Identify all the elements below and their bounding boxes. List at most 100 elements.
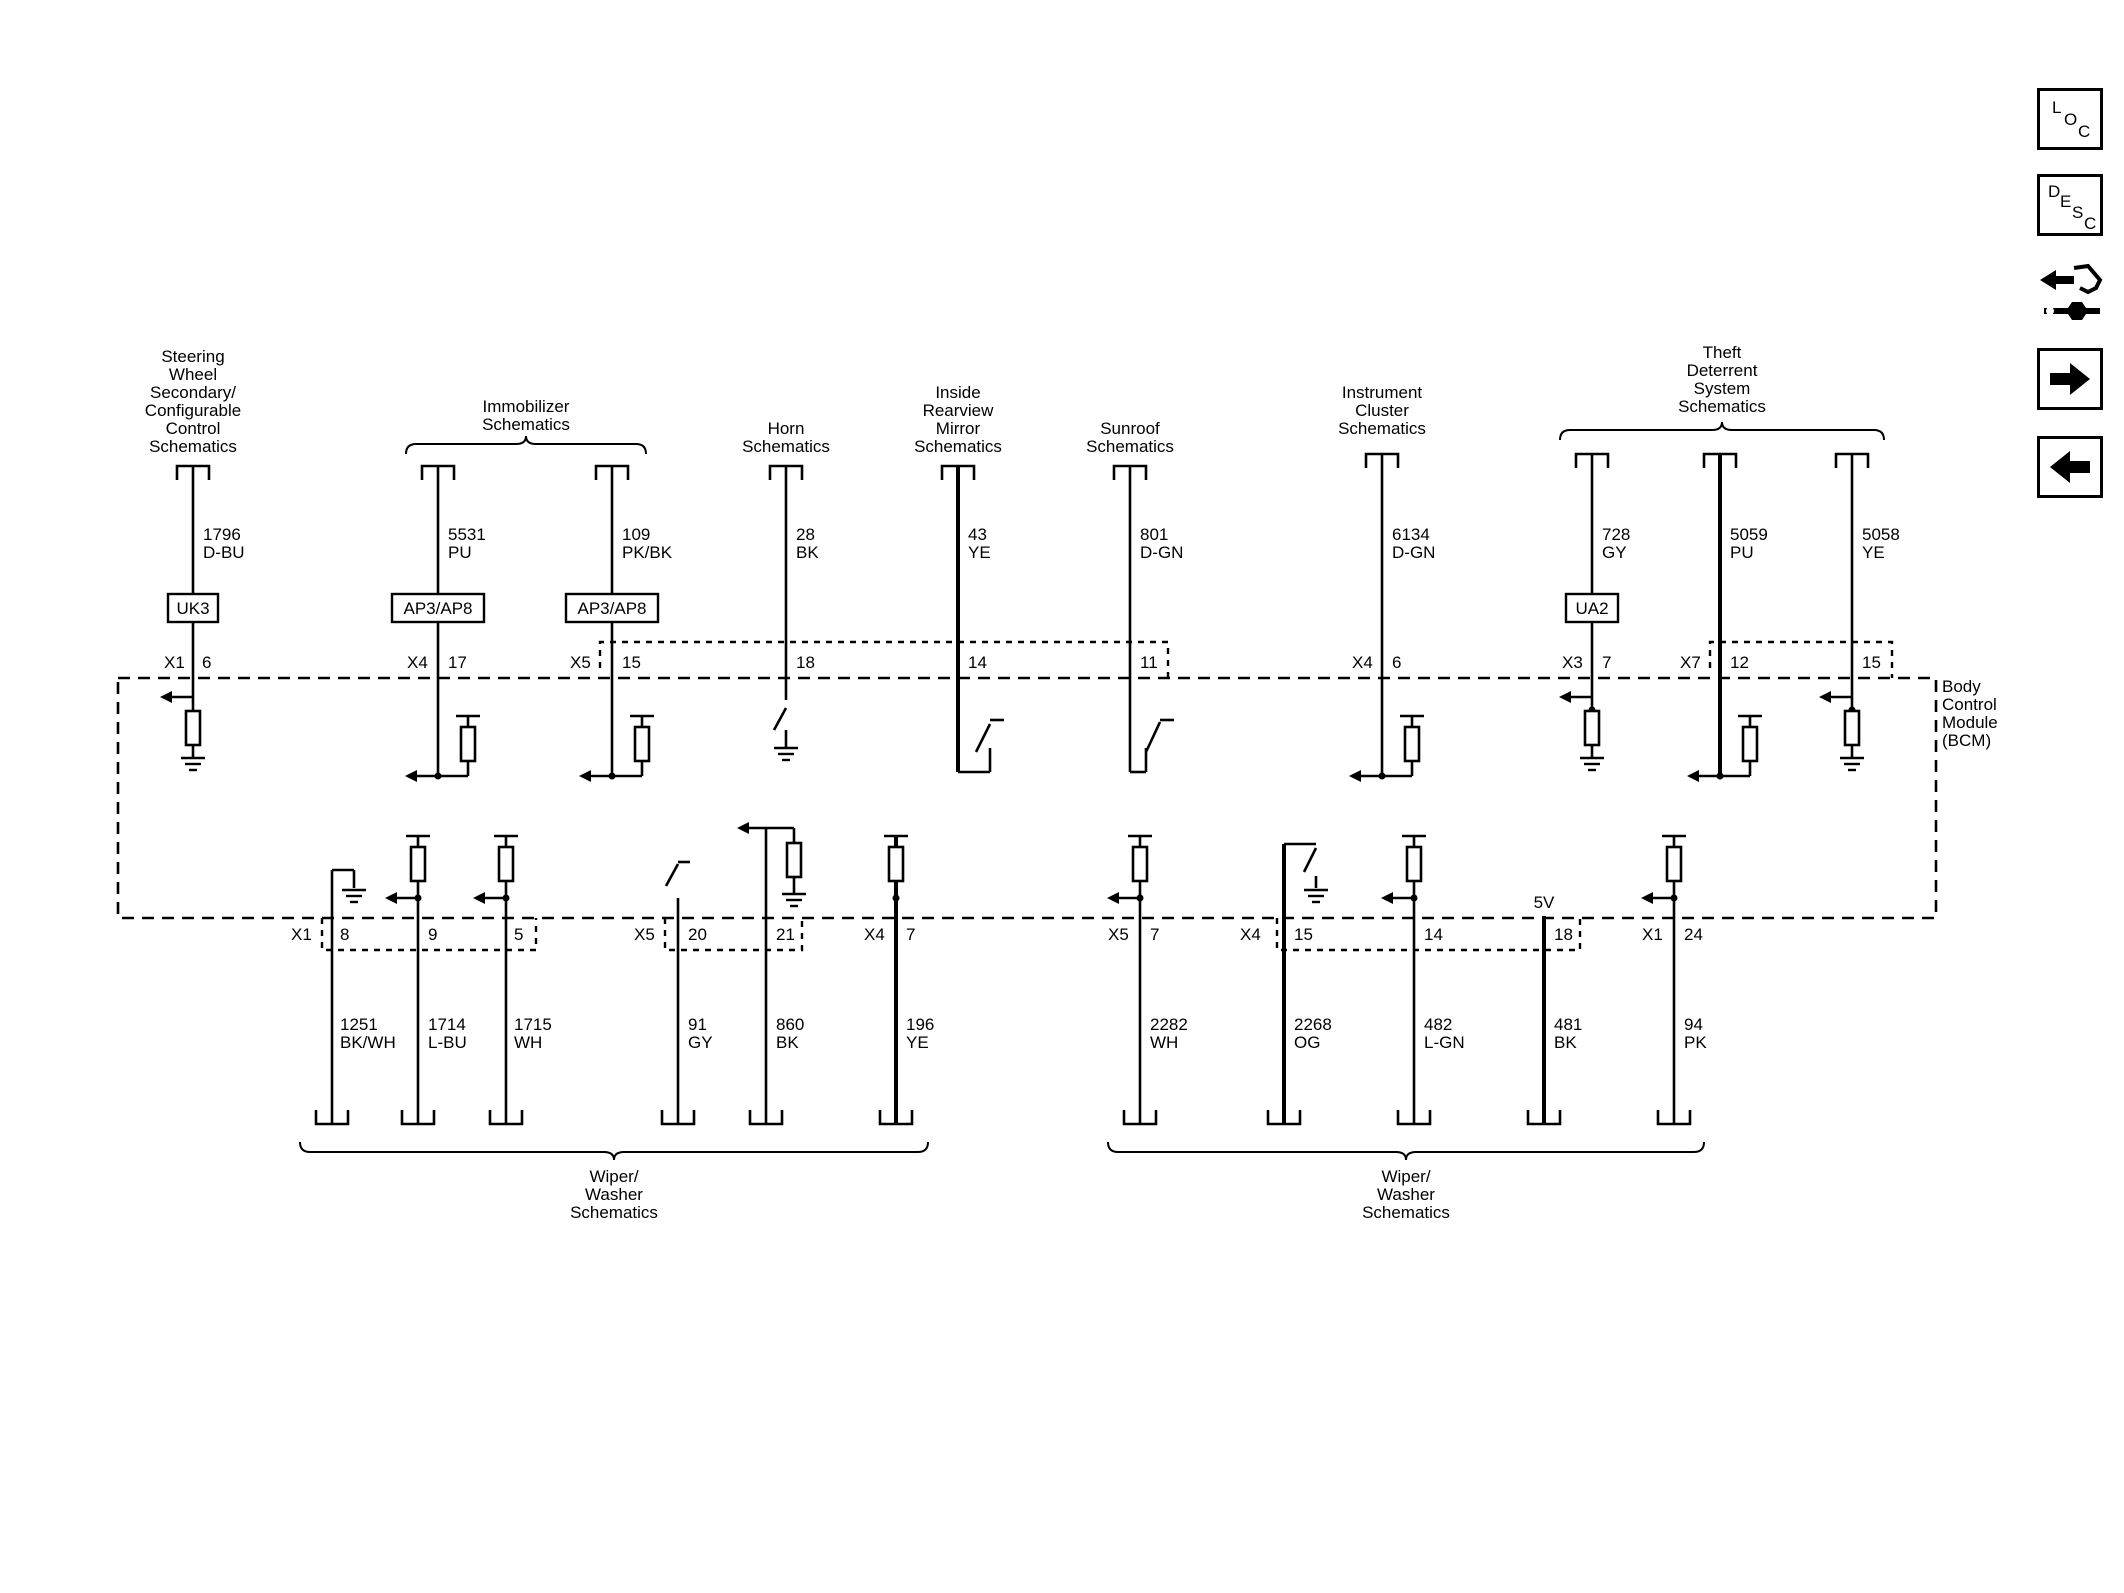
theft-b-pin: 12 (1730, 653, 1749, 672)
wl-w2-color: L-BU (428, 1033, 467, 1052)
wr-w2-connector: X4 (1240, 925, 1261, 944)
wl-w1-connector: X1 (291, 925, 312, 944)
wl-title-3: Schematics (570, 1203, 658, 1222)
immobilizer-title-1: Immobilizer (483, 397, 570, 416)
wl-w2-circuit: 1714 (428, 1015, 466, 1034)
x5-bottom-outline (663, 918, 804, 952)
mirror-title-2: Rearview (923, 401, 995, 420)
wr-w3-pin: 14 (1424, 925, 1443, 944)
wr-w4-color: BK (1554, 1033, 1577, 1052)
wl-title-2: Washer (585, 1185, 643, 1204)
cluster-circuit-no: 6134 (1392, 525, 1430, 544)
horn-wire-color: BK (796, 543, 819, 562)
horn-circuit: Horn Schematics 28 BK 18 (742, 419, 830, 762)
immobilizer-title-2: Schematics (482, 415, 570, 434)
loc-letter-c: C (2078, 122, 2091, 141)
loc-button[interactable]: L O C (2037, 88, 2103, 150)
connector-repair-button[interactable] (2034, 258, 2106, 330)
theft-title-3: System (1694, 379, 1751, 398)
wl-w1-circuit: 1251 (340, 1015, 378, 1034)
theft-c-pin: 15 (1862, 653, 1881, 672)
wr-w2-pin: 15 (1294, 925, 1313, 944)
immobilizer-a-pin: 17 (448, 653, 467, 672)
theft-a-connector: X3 (1562, 653, 1583, 672)
bcm-enclosure (116, 676, 1938, 920)
module-label-2: Control (1942, 695, 1997, 714)
theft-a-pin: 7 (1602, 653, 1611, 672)
theft-b-circuit: 5059 (1730, 525, 1768, 544)
wr-w1-color: WH (1150, 1033, 1178, 1052)
wr-w2-circuit: 2268 (1294, 1015, 1332, 1034)
wr-w5-connector: X1 (1642, 925, 1663, 944)
theft-title-1: Theft (1703, 343, 1742, 362)
steering-title-3: Secondary/ (150, 383, 236, 402)
module-label-1: Body (1942, 677, 1981, 696)
immobilizer-circuit: Immobilizer Schematics 5531 PU AP3/AP8 X… (390, 397, 673, 782)
mirror-wire-color: YE (968, 543, 991, 562)
wl-w5-circuit: 860 (776, 1015, 804, 1034)
desc-letter-c: C (2084, 214, 2097, 233)
x7-connector-outline (1708, 640, 1894, 678)
wr-title-2: Washer (1377, 1185, 1435, 1204)
mirror-title-4: Schematics (914, 437, 1002, 456)
steering-title-6: Schematics (149, 437, 237, 456)
next-button[interactable] (2037, 348, 2103, 410)
steering-circuit-no: 1796 (203, 525, 241, 544)
immobilizer-a-circuit: 5531 (448, 525, 486, 544)
mirror-circuit: Inside Rearview Mirror Schematics 43 YE … (914, 383, 1004, 774)
sunroof-title-2: Schematics (1086, 437, 1174, 456)
wl-w4-circuit: 91 (688, 1015, 707, 1034)
steering-pin: 6 (202, 653, 211, 672)
wl-w3-pin: 5 (514, 925, 523, 944)
sunroof-wire-color: D-GN (1140, 543, 1183, 562)
cluster-title-3: Schematics (1338, 419, 1426, 438)
steering-title-4: Configurable (145, 401, 241, 420)
theft-b-color: PU (1730, 543, 1754, 562)
back-button[interactable] (2037, 436, 2103, 498)
horn-title-1: Horn (768, 419, 805, 438)
wl-w3-circuit: 1715 (514, 1015, 552, 1034)
cluster-title-2: Cluster (1355, 401, 1409, 420)
steering-box-label: UK3 (176, 599, 209, 618)
mirror-title-3: Mirror (936, 419, 981, 438)
immobilizer-b-connector: X5 (570, 653, 591, 672)
theft-title-4: Schematics (1678, 397, 1766, 416)
arrow-right-icon (2050, 363, 2090, 395)
theft-title-2: Deterrent (1687, 361, 1758, 380)
desc-button[interactable]: D E S C (2037, 174, 2103, 236)
sunroof-circuit: Sunroof Schematics 801 D-GN 11 (1086, 419, 1183, 774)
cluster-circuit: Instrument Cluster Schematics 6134 D-GN … (1338, 383, 1435, 782)
immobilizer-a-connector: X4 (407, 653, 428, 672)
wl-w5-pin: 21 (776, 925, 795, 944)
wr-title-1: Wiper/ (1381, 1167, 1430, 1186)
x5-connector-outline (598, 640, 1170, 678)
wr-w3-color: L-GN (1424, 1033, 1465, 1052)
desc-letter-s: S (2072, 203, 2084, 222)
wr-w2-color: OG (1294, 1033, 1320, 1052)
steering-wire-color: D-BU (203, 543, 245, 562)
desc-letter-d: D (2048, 182, 2061, 201)
immobilizer-b-circuit: 109 (622, 525, 650, 544)
wr-w5-color: PK (1684, 1033, 1707, 1052)
sunroof-title-1: Sunroof (1100, 419, 1160, 438)
sunroof-pin: 11 (1140, 653, 1158, 672)
wr-w5-pin: 24 (1684, 925, 1703, 944)
wr-w1-circuit: 2282 (1150, 1015, 1188, 1034)
steering-title-1: Steering (161, 347, 224, 366)
wl-w1-pin: 8 (340, 925, 349, 944)
wl-w1-color: BK/WH (340, 1033, 396, 1052)
wl-w6-pin: 7 (906, 925, 915, 944)
mirror-circuit-no: 43 (968, 525, 987, 544)
wl-w6-color: YE (906, 1033, 929, 1052)
sunroof-circuit-no: 801 (1140, 525, 1168, 544)
arrow-left-icon (2050, 451, 2090, 483)
steering-circuit: Steering Wheel Secondary/ Configurable C… (145, 347, 245, 772)
loc-letter-l: L (2052, 98, 2062, 117)
steering-title-2: Wheel (169, 365, 217, 384)
wl-w4-color: GY (688, 1033, 713, 1052)
cluster-wire-color: D-GN (1392, 543, 1435, 562)
wl-title-1: Wiper/ (589, 1167, 638, 1186)
wl-w6-connector: X4 (864, 925, 885, 944)
theft-circuit: Theft Deterrent System Schematics 728 GY… (1559, 343, 1900, 782)
